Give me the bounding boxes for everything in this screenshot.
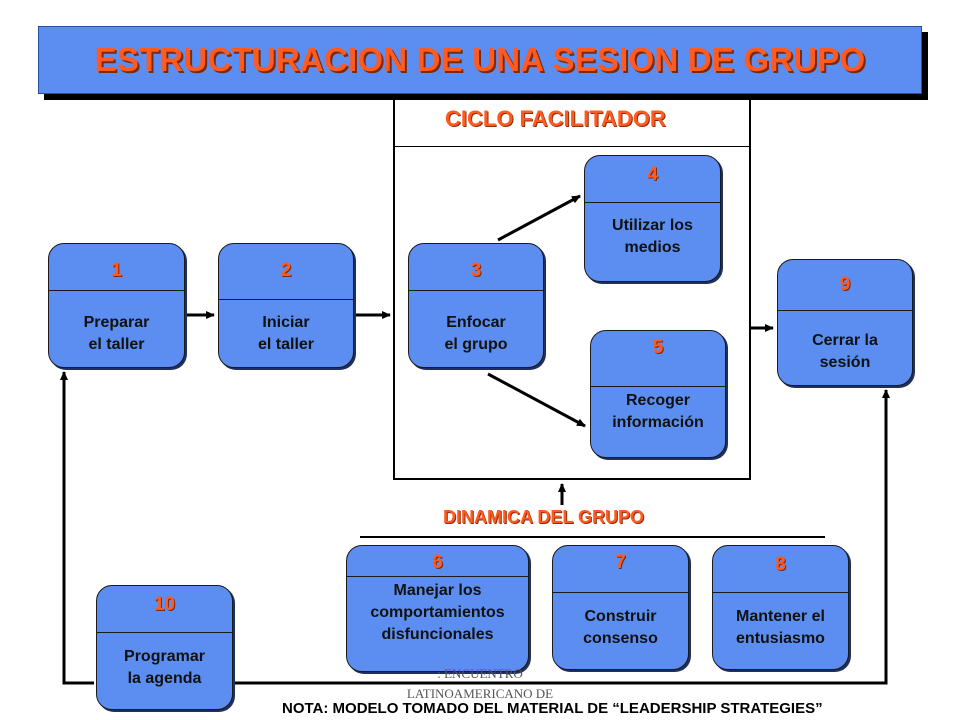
node-divider (591, 386, 725, 387)
node-programar-agenda: 10 Programar la agenda (96, 585, 233, 710)
node-construir-consenso: 7 Construir consenso (552, 545, 689, 670)
node-manejar-comportamientos: 6 Manejar los comportamientos disfuncion… (346, 545, 529, 672)
node-divider (97, 632, 232, 633)
group-dynamics-label: DINAMICA DEL GRUPO (443, 507, 645, 527)
node-preparar-taller: 1 Preparar el taller (48, 243, 185, 368)
facilitator-cycle-label: CICLO FACILITADOR (445, 106, 666, 131)
node-label: Programar la agenda (124, 648, 205, 687)
node-divider (219, 299, 353, 300)
node-label: Manejar los comportamientos disfuncional… (370, 582, 505, 643)
arrow-3-to-4 (497, 194, 581, 242)
footer-fragment: : ENCUENTRO LATINOAMERICANO DE (406, 666, 554, 701)
node-label: Recoger información (612, 392, 704, 431)
node-label: Utilizar los medios (612, 217, 693, 256)
node-divider (49, 290, 184, 291)
node-divider (778, 310, 912, 311)
node-divider (409, 290, 543, 291)
node-number: 4 (647, 164, 658, 185)
node-number: 2 (280, 260, 292, 281)
node-divider (553, 592, 688, 593)
node-mantener-entusiasmo: 8 Mantener el entusiasmo (712, 545, 849, 670)
node-label: Enfocar el grupo (444, 314, 508, 353)
title-banner: ESTRUCTURACION DE UNA SESION DE GRUPO (38, 26, 922, 94)
node-number: 10 (153, 594, 176, 615)
node-divider (347, 576, 528, 577)
node-number: 3 (470, 260, 482, 281)
facilitator-cycle-divider (393, 146, 751, 147)
node-cerrar-sesion: 9 Cerrar la sesión (777, 259, 913, 386)
arrow-3-to-5 (487, 372, 586, 428)
feedback-loop-to-1 (60, 371, 94, 685)
node-divider (713, 592, 848, 593)
group-dynamics-line (360, 536, 825, 538)
node-label: Iniciar el taller (257, 314, 315, 353)
node-enfocar-grupo: 3 Enfocar el grupo (408, 243, 544, 368)
node-number: 8 (775, 554, 786, 575)
node-number: 7 (615, 552, 626, 573)
source-note: NOTA: MODELO TOMADO DEL MATERIAL DE “LEA… (282, 700, 823, 717)
node-divider (585, 202, 720, 203)
node-number: 1 (111, 260, 122, 281)
facilitator-cycle-frame (393, 98, 751, 480)
node-label: Preparar el taller (83, 314, 150, 353)
node-number: 6 (432, 552, 443, 573)
page-title: ESTRUCTURACION DE UNA SESION DE GRUPO (94, 41, 866, 78)
node-label: Mantener el entusiasmo (736, 608, 825, 647)
node-number: 9 (839, 274, 851, 295)
node-recoger-informacion: 5 Recoger información (590, 330, 726, 458)
node-number: 5 (652, 337, 664, 358)
node-label: Cerrar la sesión (812, 332, 878, 371)
feedback-loop-to-9 (233, 389, 890, 685)
node-iniciar-taller: 2 Iniciar el taller (218, 243, 354, 368)
node-utilizar-medios: 4 Utilizar los medios (584, 155, 721, 282)
node-label: Construir consenso (583, 608, 658, 647)
